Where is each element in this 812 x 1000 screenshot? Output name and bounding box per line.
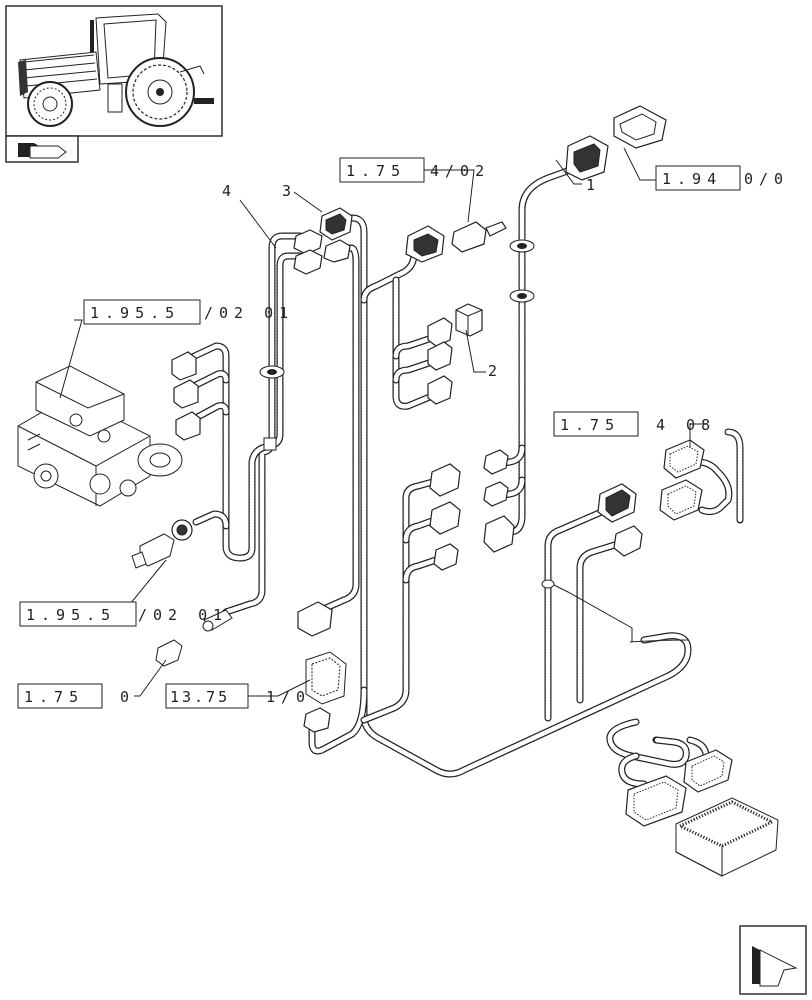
- svg-text:4 08: 4 08: [656, 416, 716, 434]
- grommets: [259, 239, 535, 451]
- svg-text:1.75: 1.75: [560, 416, 620, 434]
- part-number-3: 3: [282, 182, 291, 200]
- next-page-arrow-icon[interactable]: [739, 925, 807, 995]
- reference-label-4: 1.75 4 08: [553, 411, 716, 437]
- reference-label-1: 1.75 4/02: [339, 157, 490, 183]
- reference-label-7: 13.75 1/0: [165, 683, 311, 709]
- svg-text:/02 01: /02 01: [204, 304, 294, 322]
- reference-label-2: 1.94 0/0: [655, 165, 789, 191]
- svg-text:1.94: 1.94: [662, 170, 722, 188]
- ground-eyelet: [541, 579, 555, 589]
- svg-text:/02 01: /02 01: [138, 606, 228, 624]
- svg-text:4/02: 4/02: [430, 162, 490, 180]
- reference-label-5: 1.95.5 /02 01: [19, 601, 228, 627]
- connectors: [131, 105, 779, 877]
- ecu-module: [675, 797, 779, 877]
- svg-text:13.75: 13.75: [170, 688, 230, 706]
- svg-text:1/0: 1/0: [266, 688, 311, 706]
- part-number-4: 4: [222, 182, 231, 200]
- svg-text:0: 0: [120, 688, 135, 706]
- part-number-1: 1: [586, 176, 595, 194]
- hydraulic-valve-block: [17, 365, 183, 507]
- svg-text:0/0: 0/0: [744, 170, 789, 188]
- part-number-2: 2: [488, 362, 497, 380]
- reference-label-6: 1.75 0: [17, 683, 135, 709]
- reference-label-3: 1.95.5 /02 01: [83, 299, 294, 325]
- svg-text:1.95.5: 1.95.5: [90, 304, 180, 322]
- svg-text:1.75: 1.75: [346, 162, 406, 180]
- svg-text:1.95.5: 1.95.5: [26, 606, 116, 624]
- group-arrow-icon: [5, 135, 79, 163]
- svg-text:1.75: 1.75: [24, 688, 84, 706]
- tractor-thumbnail-icon: [5, 5, 223, 137]
